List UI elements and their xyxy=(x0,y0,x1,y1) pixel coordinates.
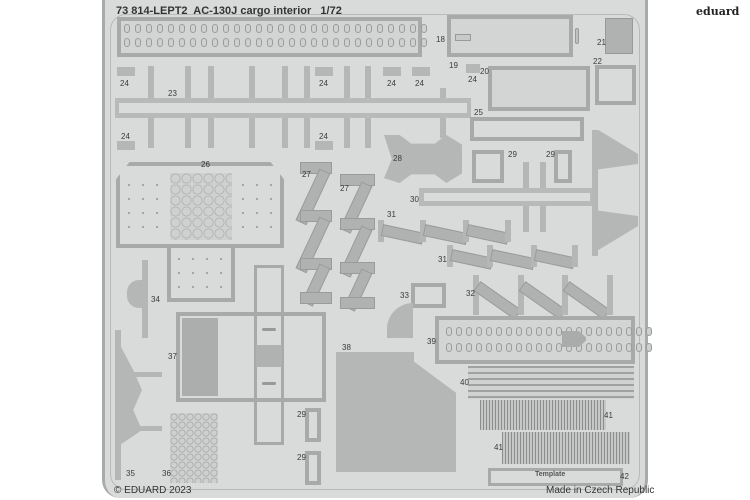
label-28: 28 xyxy=(393,154,402,163)
label-18: 18 xyxy=(436,35,445,44)
label-25: 25 xyxy=(474,108,483,117)
label-22: 22 xyxy=(593,57,602,66)
fret-frame xyxy=(110,14,640,490)
part-24-clip xyxy=(383,67,401,76)
copyright-text: © EDUARD 2023 xyxy=(114,485,192,496)
part-number: 73 814-LEPT2 xyxy=(116,5,188,17)
part-20-panel xyxy=(488,66,590,111)
label-37: 37 xyxy=(168,352,177,361)
part-29-plate xyxy=(305,451,321,485)
label-34: 34 xyxy=(151,295,160,304)
part-42-template xyxy=(488,468,623,486)
part-37-fill xyxy=(182,318,218,396)
part-35-arm xyxy=(124,426,162,431)
label-21: 21 xyxy=(597,38,606,47)
part-24-clip xyxy=(315,67,333,76)
sheet-title: 73 814-LEPT2 AC-130J cargo interior 1/72 xyxy=(116,5,342,17)
label-23: 23 xyxy=(168,89,177,98)
label-31: 31 xyxy=(438,255,447,264)
part-37-slot xyxy=(262,382,276,385)
part-23-beam-inner xyxy=(119,103,467,113)
part-24-clip xyxy=(466,64,480,73)
label-24: 24 xyxy=(120,79,129,88)
part-19-slot xyxy=(575,28,579,44)
label-29: 29 xyxy=(546,150,555,159)
part-18-holes-row1 xyxy=(124,24,427,33)
label-41: 41 xyxy=(604,411,613,420)
part-35-arm xyxy=(124,372,162,377)
label-31: 31 xyxy=(387,210,396,219)
label-42: 42 xyxy=(620,472,629,481)
part-26-rivets-right xyxy=(236,178,278,240)
part-40-rails xyxy=(468,366,634,399)
part-30-rib xyxy=(523,162,529,188)
part-41-grille-upper xyxy=(480,400,606,430)
part-26-rivets-lower xyxy=(172,252,230,296)
part-24-clip xyxy=(315,141,333,150)
part-37-box xyxy=(176,312,326,402)
label-24: 24 xyxy=(121,132,130,141)
label-29: 29 xyxy=(508,150,517,159)
part-26-tie-down-grid xyxy=(170,173,232,240)
label-27: 27 xyxy=(302,170,311,179)
part-37-strip xyxy=(254,265,284,445)
part-39-holes-row2 xyxy=(446,343,652,352)
part-39-holes-row1 xyxy=(446,327,652,336)
label-26: 26 xyxy=(201,160,210,169)
label-29: 29 xyxy=(297,453,306,462)
label-29: 29 xyxy=(297,410,306,419)
part-26-floor-lower xyxy=(167,244,235,302)
label-24: 24 xyxy=(319,132,328,141)
part-33-seat xyxy=(411,283,446,308)
brand-logo: eduard xyxy=(696,5,740,18)
part-41-grille-lower xyxy=(502,432,630,464)
part-18-holes-row2 xyxy=(124,38,427,47)
label-20: 20 xyxy=(480,67,489,76)
label-35: 35 xyxy=(126,469,135,478)
part-30-rib xyxy=(540,162,546,188)
part-30-rib xyxy=(540,206,546,232)
part-24-clip xyxy=(412,67,430,76)
kit-name: AC-130J cargo interior xyxy=(193,5,312,17)
part-34-stem xyxy=(142,260,148,338)
template-label: Template xyxy=(535,471,566,478)
label-32: 32 xyxy=(466,289,475,298)
part-22-bracket xyxy=(595,65,636,105)
origin-text: Made in Czech Republic xyxy=(546,485,655,496)
part-37-band xyxy=(256,345,282,367)
part-21-bracket xyxy=(605,18,633,54)
label-41: 41 xyxy=(494,443,503,452)
triangular-bracket-spine xyxy=(592,130,598,256)
label-19: 19 xyxy=(449,61,458,70)
part-26-rivets-left xyxy=(122,178,164,240)
part-25-frame xyxy=(470,117,584,141)
part-30-rib xyxy=(523,206,529,232)
part-30-beam-inner xyxy=(424,193,590,201)
label-24: 24 xyxy=(319,79,328,88)
part-24-clip xyxy=(117,141,135,150)
part-18-panel xyxy=(117,17,422,57)
label-33: 33 xyxy=(400,291,409,300)
label-24: 24 xyxy=(387,79,396,88)
label-38: 38 xyxy=(342,343,351,352)
label-30: 30 xyxy=(410,195,419,204)
part-29-plate xyxy=(305,408,321,442)
part-24-clip xyxy=(117,67,135,76)
part-29-plate xyxy=(554,150,572,183)
label-39: 39 xyxy=(427,337,436,346)
label-27: 27 xyxy=(340,184,349,193)
part-37-slot xyxy=(262,328,276,331)
label-24: 24 xyxy=(415,79,424,88)
part-39-bezel xyxy=(562,331,586,347)
part-19-detail xyxy=(455,34,471,41)
scale: 1/72 xyxy=(320,5,342,17)
part-36-mesh-panel xyxy=(170,413,218,483)
label-24: 24 xyxy=(468,75,477,84)
label-40: 40 xyxy=(460,378,469,387)
part-35-strut xyxy=(115,330,121,480)
label-36: 36 xyxy=(162,469,171,478)
part-29-plate xyxy=(472,150,504,183)
part-39-panel xyxy=(435,316,635,364)
